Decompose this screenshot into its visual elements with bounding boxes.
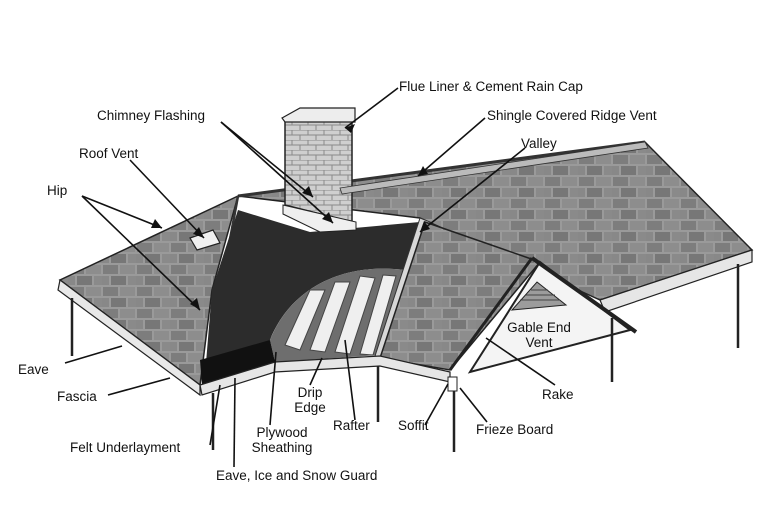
label-drip-edge: Drip Edge <box>290 385 330 415</box>
label-hip: Hip <box>47 183 67 198</box>
label-drip-line1: Drip <box>290 385 330 400</box>
label-fascia: Fascia <box>57 389 97 404</box>
label-flue-liner: Flue Liner & Cement Rain Cap <box>399 79 583 94</box>
label-ridge-vent: Shingle Covered Ridge Vent <box>487 108 657 123</box>
label-drip-line2: Edge <box>290 400 330 415</box>
label-gable-line2: Vent <box>500 335 578 350</box>
label-plywood-line1: Plywood <box>244 425 320 440</box>
label-eave-guard: Eave, Ice and Snow Guard <box>216 468 377 483</box>
label-felt-underlayment: Felt Underlayment <box>70 440 180 455</box>
label-gable-line1: Gable End <box>500 320 578 335</box>
chimney-cap <box>282 108 355 122</box>
label-plywood-sheathing: Plywood Sheathing <box>244 425 320 455</box>
label-rafter: Rafter <box>333 418 370 433</box>
label-soffit: Soffit <box>398 418 429 433</box>
label-valley: Valley <box>521 136 557 151</box>
label-roof-vent: Roof Vent <box>79 146 138 161</box>
label-plywood-line2: Sheathing <box>244 440 320 455</box>
frieze-board <box>448 377 457 391</box>
label-frieze-board: Frieze Board <box>476 422 553 437</box>
label-chimney-flashing: Chimney Flashing <box>97 108 205 123</box>
label-gable-end-vent: Gable End Vent <box>500 320 578 350</box>
label-eave: Eave <box>18 362 49 377</box>
chimney <box>285 120 352 222</box>
label-rake: Rake <box>542 387 574 402</box>
